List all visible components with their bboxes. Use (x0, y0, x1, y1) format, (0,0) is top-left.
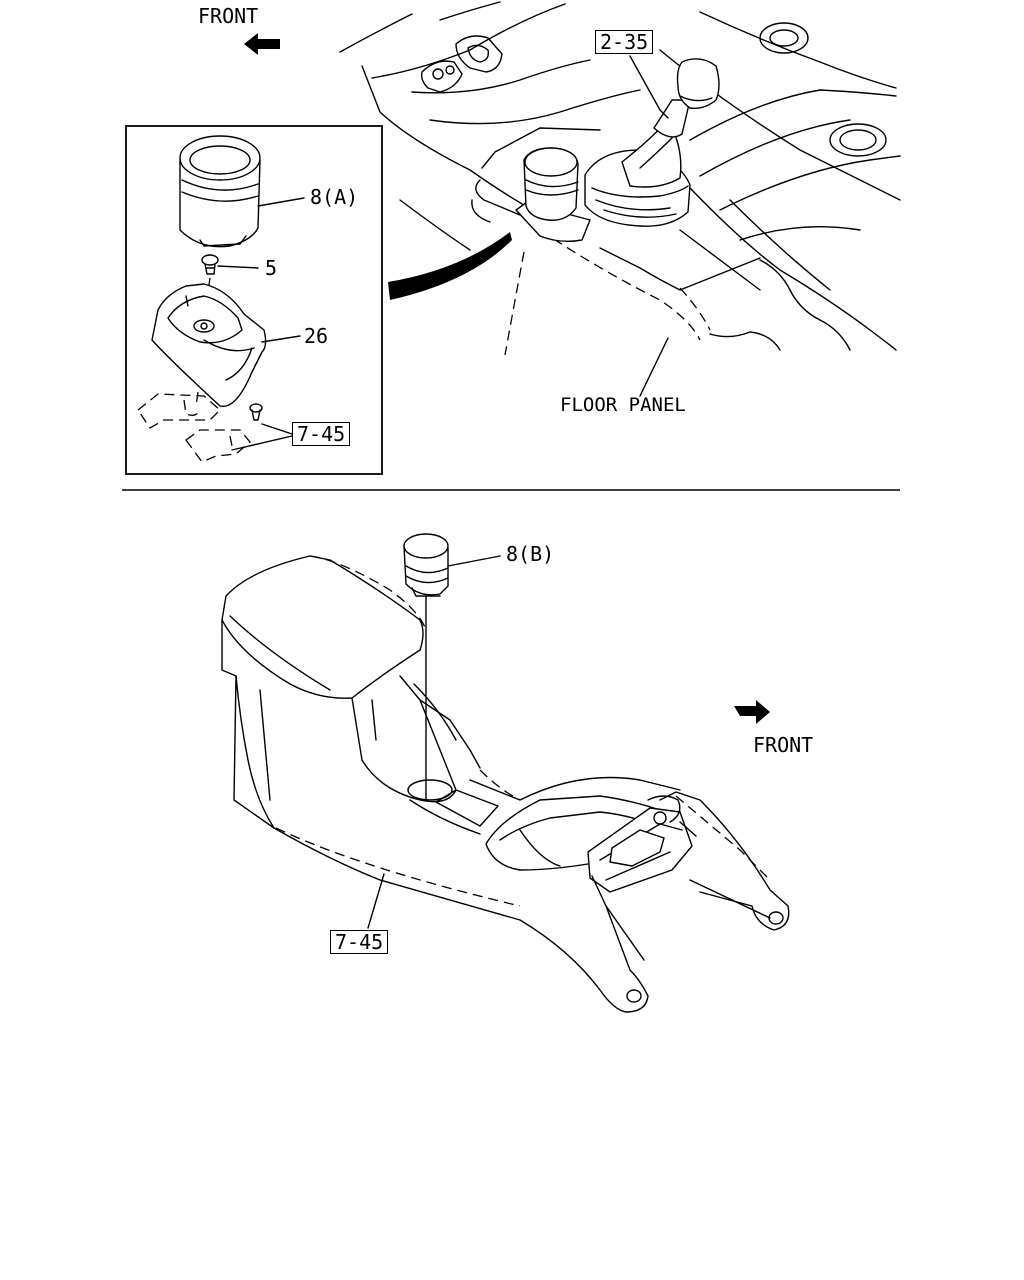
screw-5 (201, 254, 219, 275)
leader-5 (217, 265, 259, 269)
screw-inset-small (249, 403, 263, 421)
leader-8a (257, 197, 305, 207)
front-arrow-icon-bottom (734, 700, 770, 724)
part-label-26: 26 (304, 324, 329, 348)
leader-7-45-bottom (367, 873, 385, 929)
front-arrow-icon-top (244, 33, 280, 55)
shift-lever-drawing (584, 58, 720, 227)
cup-holder-insert-8a (179, 135, 261, 248)
detail-leader-arrow (388, 232, 512, 300)
part-label-5: 5 (265, 256, 278, 280)
ref-label-7-45-inset[interactable]: 7-45 (292, 422, 351, 446)
cup-holder-insert-8b (403, 533, 449, 597)
cup-holder-installed-drawing (515, 147, 591, 243)
floor-panel-label: FLOOR PANEL (560, 394, 686, 416)
ref-label-2-35[interactable]: 2-35 (595, 30, 654, 54)
ref-label-7-45-bottom[interactable]: 7-45 (330, 930, 389, 954)
leader-8b (447, 555, 501, 567)
cup-holder-base-26 (151, 283, 267, 408)
bracket-7-45-inset (137, 393, 251, 463)
leader-floor-panel (639, 337, 669, 397)
detail-inset-frame (125, 125, 383, 475)
leader-26 (261, 335, 301, 343)
front-label-top: FRONT (198, 4, 259, 28)
part-label-8a: 8(A) (310, 185, 359, 209)
leader-7-45-inset (231, 423, 293, 451)
part-label-8b: 8(B) (506, 542, 555, 566)
front-label-bottom: FRONT (753, 733, 814, 757)
leader-2-35 (629, 55, 669, 119)
floor-panel-drawing (339, 1, 901, 356)
center-console-drawing (221, 555, 790, 1013)
